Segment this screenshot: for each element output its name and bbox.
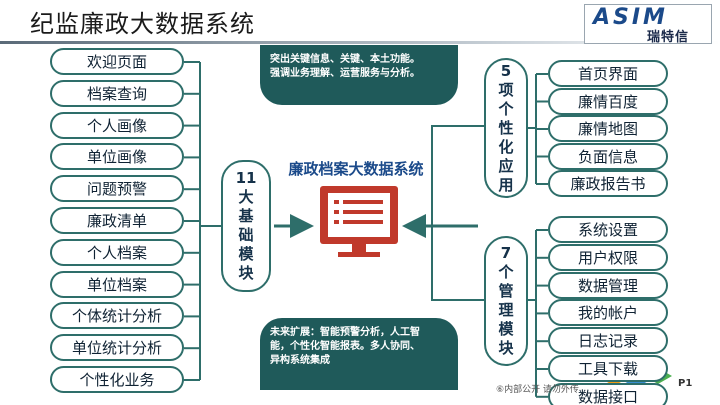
module-char: 块 [238,264,254,282]
left-item[interactable]: 档案查询 [50,79,184,107]
module-char: 模 [238,245,254,263]
bottom-callout-line-1: 未来扩展：智能预警分析，人工智 [270,327,420,338]
title-divider [0,41,720,44]
left-item[interactable]: 单位档案 [50,270,184,298]
right-bottom-item[interactable]: 数据接口 [548,382,668,405]
module-char: 础 [238,226,254,244]
module-char: 5 [500,61,512,80]
page-number: P1 [678,378,693,389]
top-callout: 突出关键信息、关键、本土功能。 强调业务理解、运营服务与分析。 [260,45,458,105]
module-char: 项 [498,80,514,99]
right-bottom-item[interactable]: 我的帐户 [548,299,668,327]
module-char: 7 [500,244,512,262]
footer-note: ⑥内部公开 请勿外传 [496,385,579,395]
right-top-item[interactable]: 廉情百度 [548,87,668,115]
module-char: 管 [498,282,514,300]
left-item[interactable]: 廉政清单 [50,207,184,234]
left-item[interactable]: 单位统计分析 [50,334,184,362]
right-top-item[interactable]: 廉情地图 [548,115,668,142]
top-callout-line-2: 强调业务理解、运营服务与分析。 [270,68,420,79]
logo-subtext: 瑞特信 [647,30,690,45]
left-item[interactable]: 问题预警 [50,175,184,203]
module-char: 用 [498,175,514,194]
monitor-icon [320,186,398,257]
module-char: 模 [498,320,514,338]
right-bottom-item[interactable]: 用户权限 [548,243,668,271]
left-item[interactable]: 个体统计分析 [50,302,184,330]
module-char: 理 [498,301,514,319]
right-top-item[interactable]: 廉政报告书 [548,170,668,197]
left-item[interactable]: 个人画像 [50,111,184,139]
left-item[interactable]: 单位画像 [50,143,184,171]
module-char: 块 [498,339,514,357]
bottom-callout: 未来扩展：智能预警分析，人工智 能，个性化智能报表。多人协同、 异构系统集成 [260,318,458,390]
module-char: 应 [498,156,514,175]
right-bottom-item[interactable]: 数据管理 [548,271,668,299]
module-char: 大 [238,188,254,206]
page-title: 纪监廉政大数据系统 [30,10,255,38]
right-top-item[interactable]: 负面信息 [548,142,668,170]
module-char: 化 [498,137,514,156]
left-item[interactable]: 个人档案 [50,238,184,266]
right-bracket [431,125,484,301]
module-char: 11 [235,169,257,187]
company-logo: ASIM 瑞特信 [584,4,712,45]
module-char: 基 [238,207,254,225]
bottom-callout-line-2: 能，个性化智能报表。多人协同、 [270,341,420,352]
right-bottom-item[interactable]: 系统设置 [548,216,668,243]
right-bottom-item[interactable]: 工具下载 [548,355,668,382]
module-char: 个 [498,263,514,281]
center-system-title: 廉政档案大数据系统 [288,160,424,178]
right-bottom-item[interactable]: 日志记录 [548,327,668,355]
left-item[interactable]: 个性化业务 [50,366,184,393]
module-char: 个 [498,99,514,118]
bottom-callout-line-3: 异构系统集成 [270,355,330,366]
left-item[interactable]: 欢迎页面 [50,48,184,75]
module-char: 性 [498,118,514,137]
top-callout-line-1: 突出关键信息、关键、本土功能。 [270,54,420,65]
right-top-item[interactable]: 首页界面 [548,60,668,87]
logo-wordmark: ASIM [593,5,668,30]
